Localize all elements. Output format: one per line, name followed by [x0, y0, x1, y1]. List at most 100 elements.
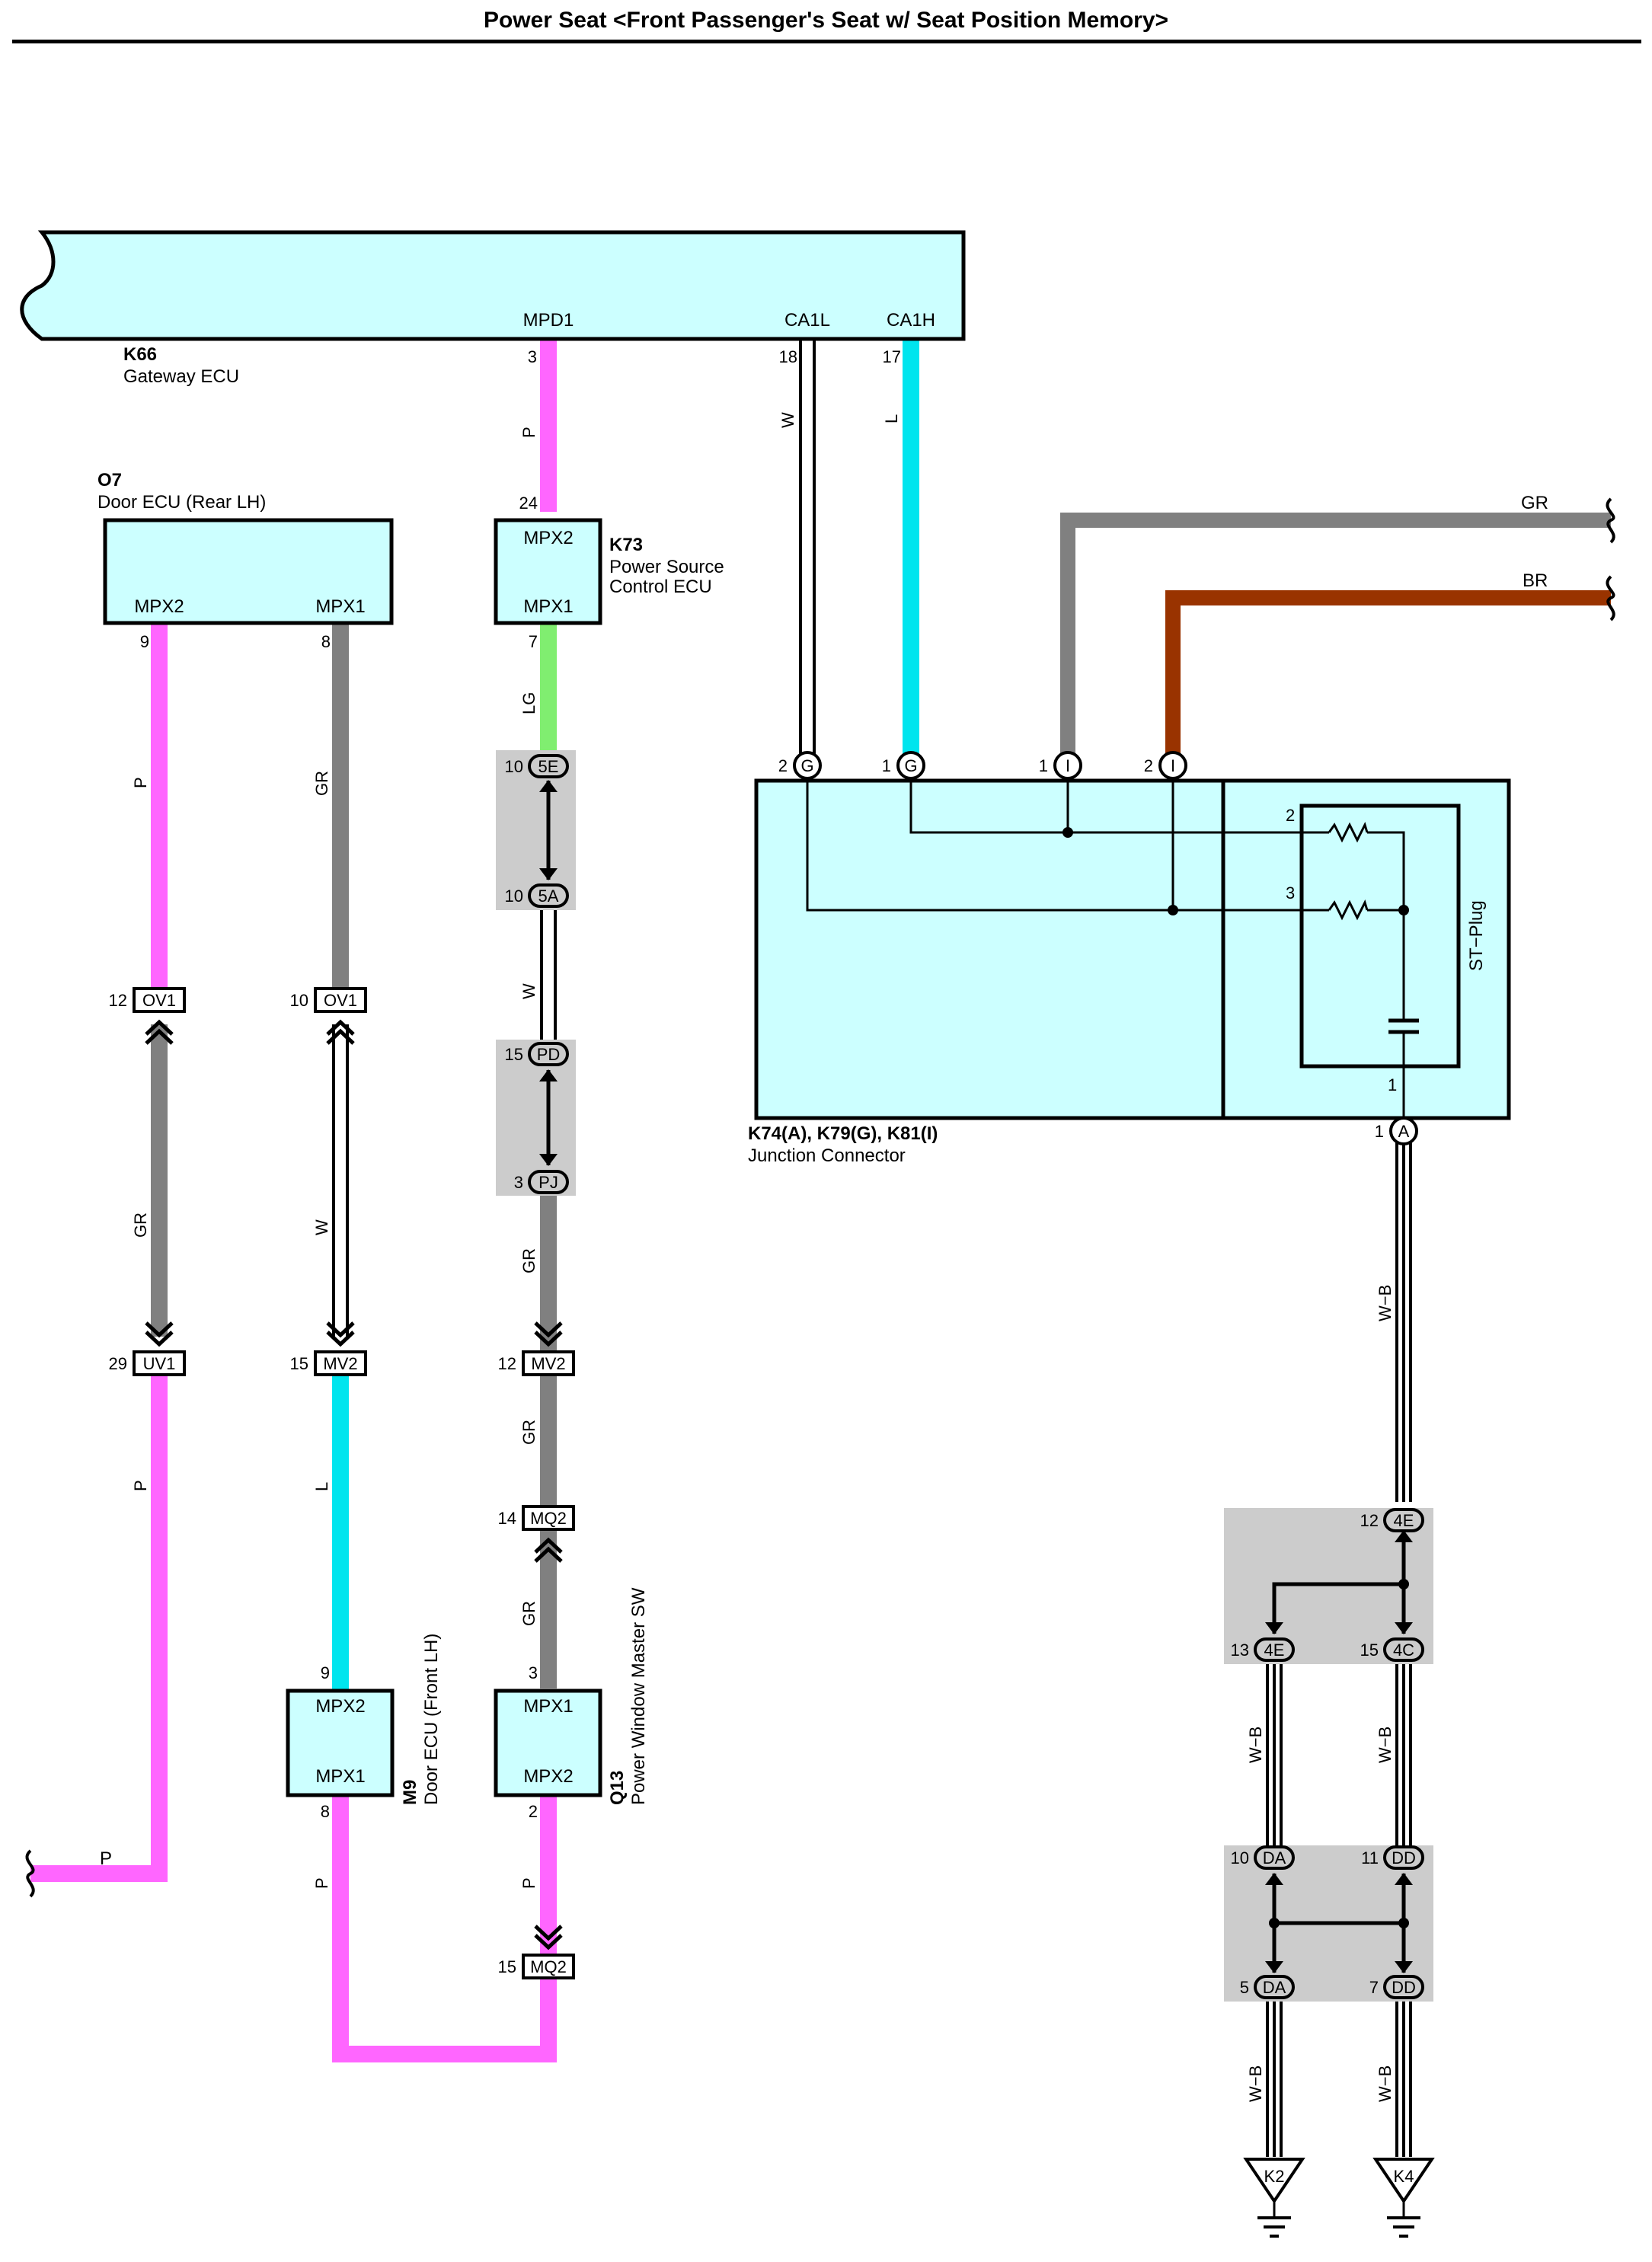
connector-dd-bottom: DD 7 — [1369, 1975, 1424, 1999]
svg-text:4E: 4E — [1264, 1641, 1285, 1660]
wire-label-p: P — [312, 1877, 331, 1889]
jc-terminal-g2: G — [793, 751, 822, 780]
wire-wb-k4 — [1395, 1997, 1412, 2157]
title-rule — [12, 40, 1641, 43]
svg-text:PJ: PJ — [538, 1173, 558, 1192]
wire-p-mpd1 — [540, 340, 557, 512]
wire-p-uv1 — [30, 1375, 168, 1882]
svg-text:15: 15 — [1360, 1641, 1379, 1660]
wire-label-wb: W−B — [1376, 1285, 1395, 1321]
jc-internal-lines — [806, 765, 1405, 1118]
jc-terminal-g1: G — [896, 751, 925, 780]
wire-label-gr: GR — [131, 1212, 150, 1238]
wire-break-mark — [25, 497, 1615, 1898]
m9-box — [286, 1689, 395, 1797]
svg-text:10: 10 — [290, 991, 308, 1010]
wire-label-p: P — [519, 1877, 538, 1889]
m9-term2: MPX1 — [315, 1766, 365, 1787]
jc-code: K74(A), K79(G), K81(I) — [748, 1123, 938, 1144]
svg-text:29: 29 — [109, 1354, 127, 1373]
svg-text:PD: PD — [537, 1045, 561, 1064]
svg-text:I: I — [1066, 756, 1070, 775]
wire-wb-left — [1266, 1659, 1283, 1845]
wire-l-ca1h — [903, 340, 919, 765]
page-title: Power Seat <Front Passenger's Seat w/ Se… — [483, 8, 1169, 33]
svg-text:UV1: UV1 — [143, 1354, 176, 1373]
svg-text:DD: DD — [1392, 1978, 1416, 1997]
svg-text:14: 14 — [498, 1509, 516, 1528]
svg-text:A: A — [1398, 1122, 1410, 1141]
k66-ca1l-label: CA1L — [784, 310, 830, 331]
jc-pin-g2: 2 — [778, 756, 788, 775]
svg-text:MQ2: MQ2 — [530, 1957, 567, 1976]
svg-text:MV2: MV2 — [531, 1354, 565, 1373]
k66-pin-ca1h: 17 — [883, 347, 901, 366]
svg-text:10: 10 — [505, 757, 523, 776]
jc-terminal-i2: I — [1158, 751, 1187, 780]
wire-label-gr: GR — [519, 1420, 538, 1445]
junction-dot — [1398, 1918, 1409, 1928]
wire-label-p: P — [519, 427, 538, 438]
wire-p-loop — [332, 1795, 557, 2062]
jc-pin-i1: 1 — [1039, 756, 1048, 775]
st-pin-2: 2 — [1286, 806, 1295, 825]
wire-label-p: P — [131, 777, 150, 788]
k73-pin2: 7 — [529, 632, 538, 651]
wire-label-l: L — [882, 414, 901, 423]
connector-pj: PJ 3 — [514, 1170, 569, 1194]
resistor-r3 — [1328, 899, 1369, 921]
svg-text:5E: 5E — [538, 757, 559, 776]
junction-dot — [1398, 1579, 1409, 1589]
wire-p-o7 — [151, 623, 168, 998]
wire-label-wb: W−B — [1376, 1727, 1395, 1763]
svg-text:5: 5 — [1240, 1978, 1249, 1997]
wire-label-gr: GR — [519, 1248, 538, 1273]
svg-text:10: 10 — [505, 887, 523, 906]
q13-box — [494, 1689, 602, 1797]
m9-name: Door ECU (Front LH) — [421, 1634, 442, 1805]
m9-pin1: 9 — [321, 1663, 330, 1682]
wire-label-wb: W−B — [1246, 2066, 1265, 2102]
o7-term1: MPX2 — [134, 596, 184, 617]
svg-text:3: 3 — [514, 1173, 523, 1192]
wire-w-ca1l — [799, 340, 816, 765]
connector-4e: 4E 13 — [1231, 1637, 1295, 1662]
svg-text:12: 12 — [498, 1354, 516, 1373]
k73-name1: Power Source — [609, 557, 724, 577]
wire-label-gr: GR — [1521, 493, 1548, 513]
connector-4c: 4C 15 — [1360, 1637, 1424, 1662]
svg-text:MV2: MV2 — [323, 1354, 357, 1373]
k66-name: Gateway ECU — [123, 366, 239, 387]
o7-term2: MPX1 — [315, 596, 365, 617]
wire-label-gr: GR — [312, 771, 331, 796]
joint-arrows — [539, 780, 1413, 1973]
m9-term1: MPX2 — [315, 1696, 365, 1717]
wire-br-right — [1165, 590, 1611, 765]
wire-label-l: L — [312, 1482, 331, 1491]
jc-terminal-i1: I — [1053, 751, 1082, 780]
k73-box — [494, 518, 602, 625]
q13-code: Q13 — [607, 1771, 628, 1805]
q13-term2: MPX2 — [523, 1766, 573, 1787]
svg-text:OV1: OV1 — [142, 991, 176, 1010]
connector-ov1-left: OV1 12 — [109, 987, 186, 1045]
junction-dot — [1398, 905, 1409, 915]
o7-pin1: 9 — [140, 632, 149, 651]
svg-text:15: 15 — [290, 1354, 308, 1373]
o7-name: Door ECU (Rear LH) — [97, 492, 266, 513]
wire-label-br: BR — [1523, 570, 1548, 591]
q13-name: Power Window Master SW — [628, 1587, 649, 1805]
connector-dd-top: DD 11 — [1361, 1845, 1424, 1870]
wire-w-5a-pd — [540, 909, 557, 1042]
connector-uv1: UV1 29 — [109, 1321, 186, 1376]
svg-text:K2: K2 — [1264, 2167, 1285, 2186]
svg-text:OV1: OV1 — [324, 991, 357, 1010]
svg-text:DA: DA — [1263, 1848, 1286, 1867]
joint-bg-pd-pj — [496, 1040, 576, 1196]
wire-label-w: W — [312, 1219, 331, 1235]
svg-text:MQ2: MQ2 — [530, 1509, 567, 1528]
jc-box — [754, 778, 1511, 1120]
st-plug-label: ST−Plug — [1466, 900, 1487, 971]
connector-mv2-center: MV2 12 — [498, 1321, 575, 1376]
wire-gr-ov1-uv1 — [151, 1024, 168, 1337]
